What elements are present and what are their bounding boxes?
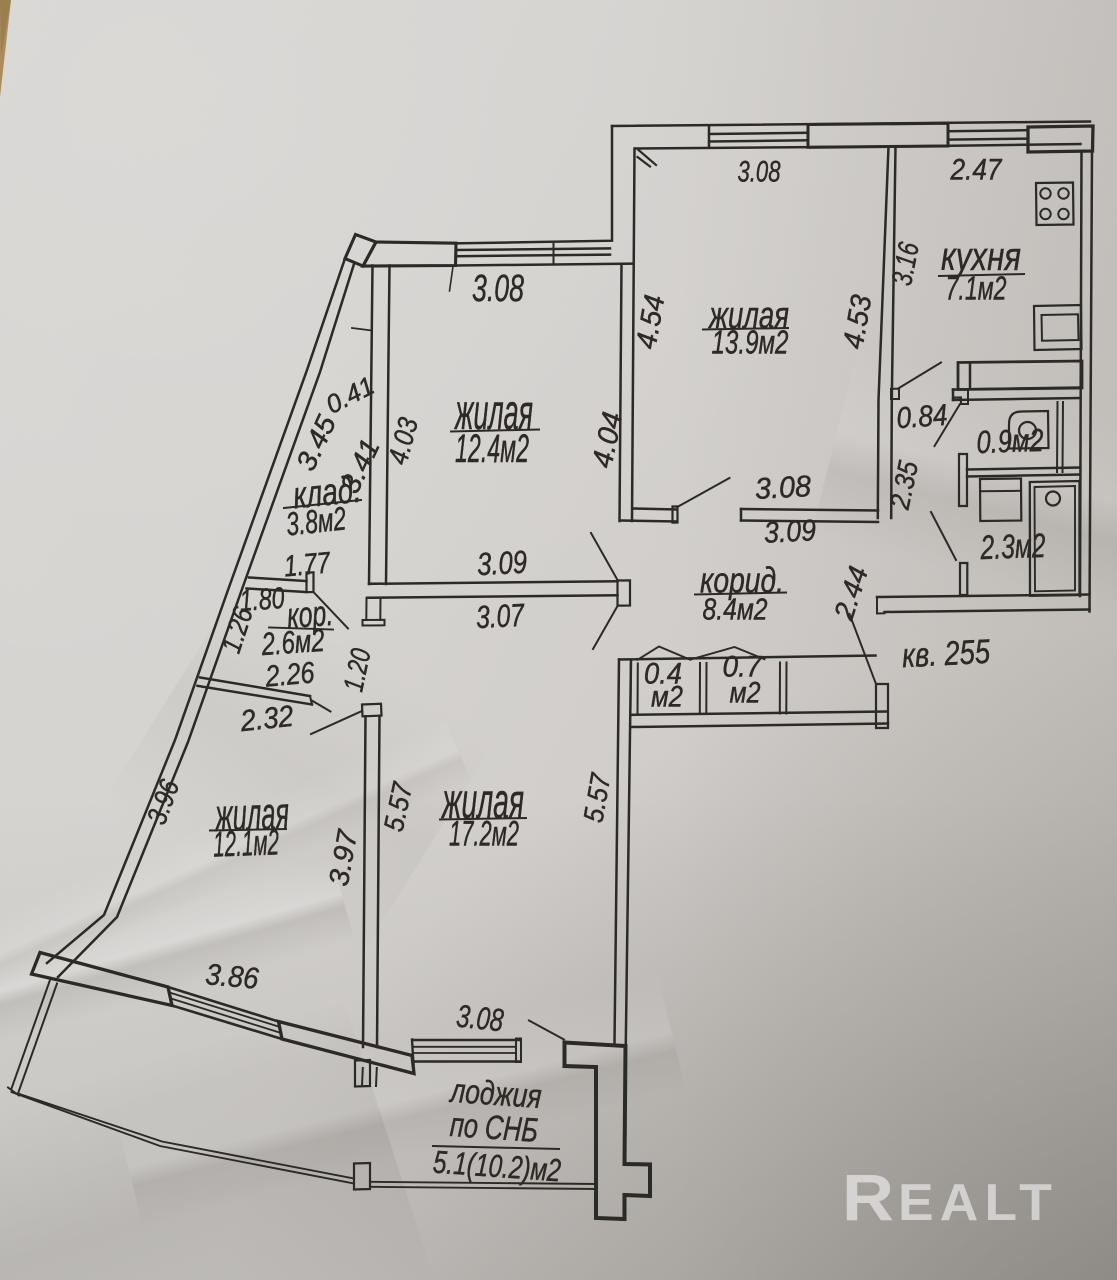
svg-text:3.08: 3.08 xyxy=(455,998,506,1039)
svg-text:3.08: 3.08 xyxy=(738,156,781,189)
svg-text:кор.: кор. xyxy=(286,592,335,636)
svg-text:корид.: корид. xyxy=(700,560,784,601)
svg-text:0.7: 0.7 xyxy=(723,651,763,684)
svg-text:17.2м2: 17.2м2 xyxy=(449,815,519,854)
svg-text:2.3м2: 2.3м2 xyxy=(979,527,1046,567)
svg-text:3.8м2: 3.8м2 xyxy=(284,499,348,542)
svg-text:8.4м2: 8.4м2 xyxy=(703,592,768,627)
svg-text:0.4: 0.4 xyxy=(644,658,682,691)
svg-text:лоджия: лоджия xyxy=(448,1072,543,1116)
svg-text:5.57: 5.57 xyxy=(378,779,419,835)
svg-text:7.1м2: 7.1м2 xyxy=(946,270,1007,307)
svg-text:жилая: жилая xyxy=(213,787,290,842)
svg-text:3.09: 3.09 xyxy=(476,544,528,583)
svg-text:3.08: 3.08 xyxy=(754,470,812,506)
svg-text:3.07: 3.07 xyxy=(475,597,526,636)
svg-text:13.9м2: 13.9м2 xyxy=(712,324,789,361)
svg-text:м2: м2 xyxy=(730,677,761,710)
svg-text:R: R xyxy=(842,1160,894,1234)
svg-text:2.32: 2.32 xyxy=(238,700,295,738)
svg-text:2.47: 2.47 xyxy=(950,154,1003,187)
svg-text:по СНБ: по СНБ xyxy=(449,1106,539,1150)
svg-text:жилая: жилая xyxy=(441,773,524,829)
svg-text:0.9м2: 0.9м2 xyxy=(976,422,1044,460)
svg-text:м2: м2 xyxy=(651,681,683,714)
svg-text:EALT: EALT xyxy=(898,1174,1058,1232)
svg-text:0.84: 0.84 xyxy=(895,399,948,435)
svg-text:12.4м2: 12.4м2 xyxy=(455,427,529,471)
svg-text:12.1м2: 12.1м2 xyxy=(212,821,279,864)
svg-text:1.77: 1.77 xyxy=(283,546,333,583)
svg-text:2.6м2: 2.6м2 xyxy=(260,622,326,662)
svg-text:3.09: 3.09 xyxy=(763,514,817,550)
svg-text:кухня: кухня xyxy=(941,235,1021,279)
svg-text:1.80: 1.80 xyxy=(238,582,285,618)
svg-text:3.86: 3.86 xyxy=(204,958,260,996)
svg-text:клад.: клад. xyxy=(291,469,363,518)
svg-text:кв. 255: кв. 255 xyxy=(901,633,991,676)
svg-text:жилая: жилая xyxy=(454,384,533,440)
svg-text:2.26: 2.26 xyxy=(263,656,316,693)
svg-text:4.04: 4.04 xyxy=(587,409,630,470)
svg-text:3.08: 3.08 xyxy=(472,268,524,310)
svg-text:жилая: жилая xyxy=(708,295,789,337)
